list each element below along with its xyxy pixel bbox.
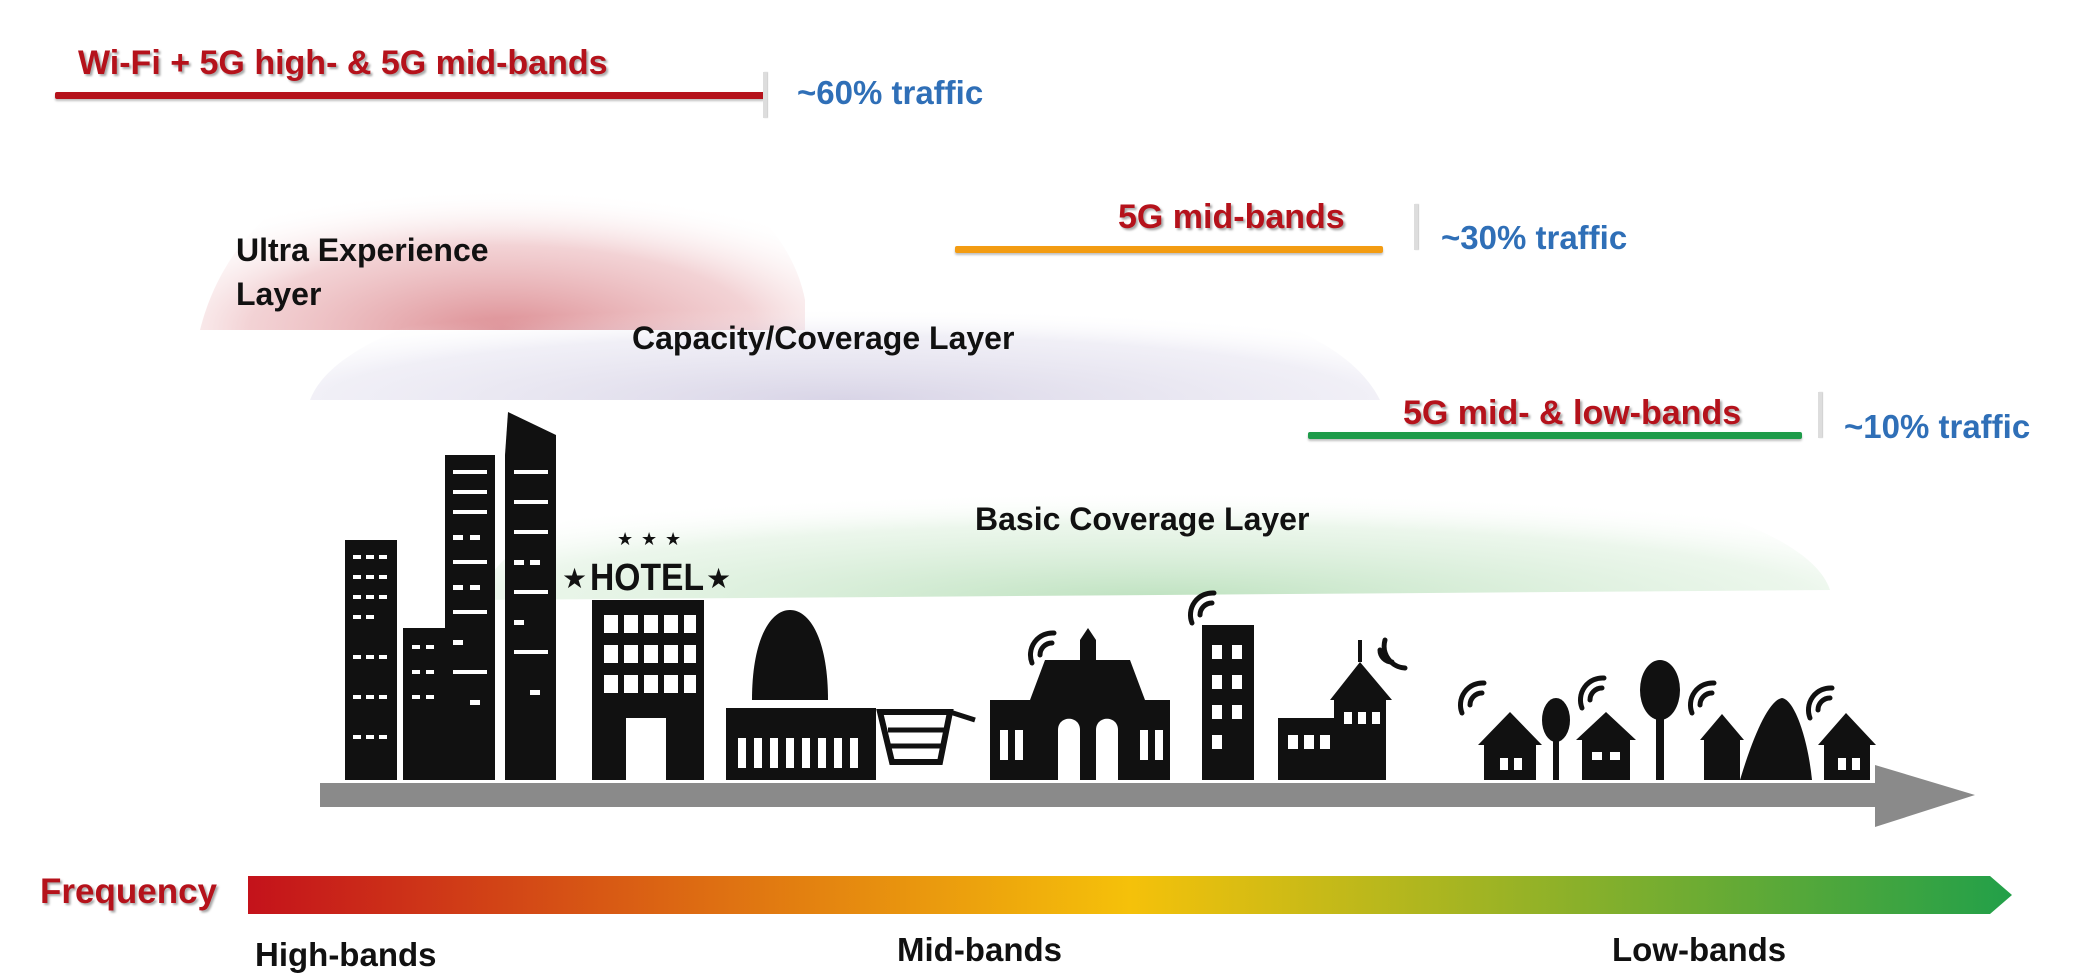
traffic-label-30: ~30% traffic xyxy=(1441,219,1628,256)
svg-text:★: ★ xyxy=(617,529,633,550)
band-label-mid-low: 5G mid- & low-bands xyxy=(1403,394,1742,432)
svg-text:★: ★ xyxy=(706,562,731,595)
svg-text:★: ★ xyxy=(665,529,681,550)
street-arrow xyxy=(320,765,1975,827)
low-bands-label: Low-bands xyxy=(1612,931,1787,968)
traffic-label-10: ~10% traffic xyxy=(1844,408,2031,445)
basic-coverage-layer-label: Basic Coverage Layer xyxy=(975,501,1310,537)
capacity-coverage-layer-label: Capacity/Coverage Layer xyxy=(632,320,1015,356)
ultra-experience-layer-label: Ultra Experience Layer xyxy=(236,232,489,312)
frequency-title: Frequency xyxy=(40,872,217,911)
hotel-sign: HOTEL xyxy=(590,557,704,599)
hotel-stars-icon: ★ ★ ★ ★ ★ xyxy=(562,529,731,595)
frequency-gradient-arrow xyxy=(248,876,2012,914)
svg-text:★: ★ xyxy=(641,529,657,550)
band-label-mid: 5G mid-bands xyxy=(1118,198,1345,236)
band-tick-high-mid xyxy=(763,72,767,118)
band-tick-mid-low xyxy=(1818,392,1822,438)
traffic-label-60: ~60% traffic xyxy=(797,74,984,111)
band-bar-mid xyxy=(955,246,1383,253)
band-tick-mid xyxy=(1414,204,1418,250)
high-bands-label: High-bands xyxy=(255,936,437,973)
svg-text:★: ★ xyxy=(562,562,587,595)
capacity-coverage-dome xyxy=(310,267,1380,400)
mid-bands-label: Mid-bands xyxy=(897,931,1062,968)
band-bar-mid-low xyxy=(1308,432,1802,439)
city-skyline xyxy=(345,412,1876,780)
basic-coverage-dome xyxy=(480,445,1830,600)
band-bar-high-mid xyxy=(55,92,765,99)
band-label-high-mid: Wi-Fi + 5G high- & 5G mid-bands xyxy=(78,44,608,82)
